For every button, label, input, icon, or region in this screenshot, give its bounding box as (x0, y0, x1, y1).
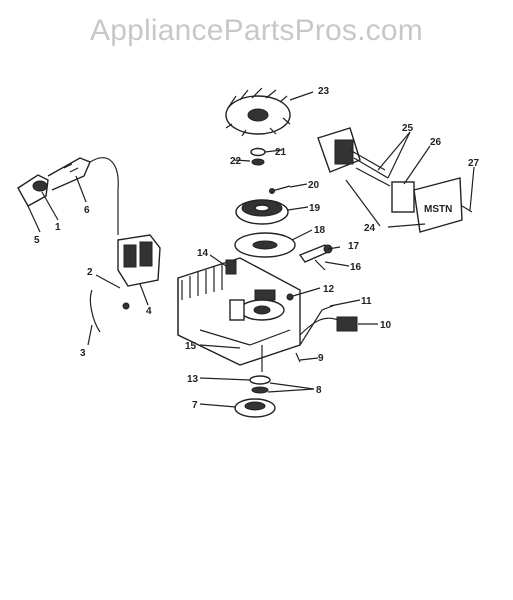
callout-23: 23 (318, 86, 330, 97)
callout-11: 11 (361, 296, 372, 307)
callout-26: 26 (430, 137, 442, 148)
callout-19: 19 (309, 203, 321, 214)
clutch-part (234, 398, 276, 418)
screw-part (269, 185, 291, 194)
callout-1: 1 (55, 222, 61, 233)
callout-13: 13 (187, 374, 199, 385)
callout-24: 24 (364, 223, 376, 234)
callout-10: 10 (380, 320, 392, 331)
callout-labels: 23 21 22 20 19 18 17 16 14 12 11 10 15 9… (34, 86, 480, 411)
callout-20: 20 (308, 180, 320, 191)
callout-7: 7 (192, 400, 198, 411)
muffler-assembly-part: MSTN (317, 127, 473, 233)
muffler-label: MSTN (424, 204, 452, 215)
callout-27: 27 (468, 158, 480, 169)
drive-disc-part (234, 232, 296, 258)
watermark-text: AppliancePartsPros.com (90, 14, 423, 47)
callout-25: 25 (402, 123, 414, 134)
callout-17: 17 (348, 241, 360, 252)
callout-22: 22 (230, 156, 242, 167)
ignition-module-part (89, 234, 161, 333)
callout-8: 8 (316, 385, 322, 396)
latch-part (298, 244, 333, 271)
switch-wire-part (299, 304, 358, 346)
washer-lower-part (251, 386, 269, 394)
callout-16: 16 (350, 262, 362, 273)
washer-upper-part (249, 375, 271, 385)
callout-2: 2 (87, 267, 93, 278)
callout-5: 5 (34, 235, 40, 246)
spark-plug-part (17, 157, 119, 235)
callout-9: 9 (318, 353, 324, 364)
callout-21: 21 (275, 147, 287, 158)
washer-part (251, 158, 265, 166)
callout-6: 6 (84, 205, 90, 216)
engine-block-part (177, 257, 301, 366)
starter-pulley-part (235, 199, 289, 225)
callout-14: 14 (197, 248, 209, 259)
bolt-part (286, 293, 294, 301)
leader-lines (27, 91, 475, 408)
screw-small-part (295, 352, 301, 363)
callout-12: 12 (323, 284, 335, 295)
callout-15: 15 (185, 341, 197, 352)
callout-3: 3 (80, 348, 86, 359)
flywheel-part (225, 87, 291, 137)
nut-part (250, 147, 266, 157)
callout-18: 18 (314, 225, 326, 236)
callout-4: 4 (146, 306, 152, 317)
